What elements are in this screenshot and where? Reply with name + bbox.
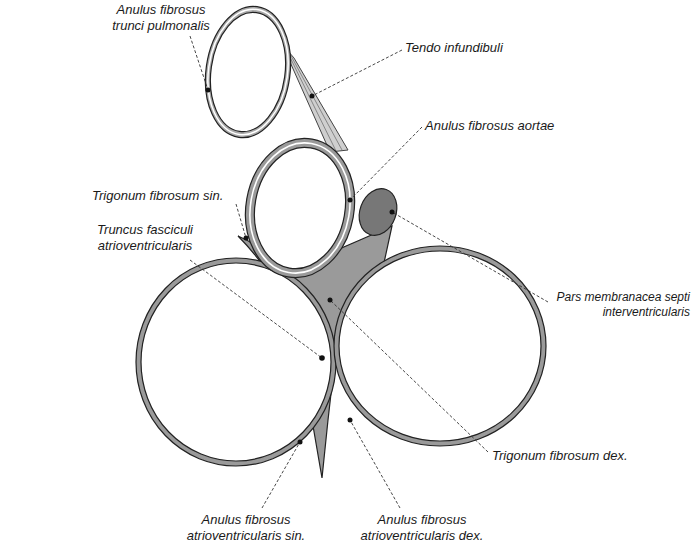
- label-text: Trigonum fibrosum sin.: [92, 188, 223, 203]
- leader-dots: [206, 88, 395, 445]
- label-text: Trigonum fibrosum dex.: [492, 448, 628, 463]
- left-av-ring: [136, 258, 336, 466]
- label-text: Anulus fibrosus trunci pulmonalis: [112, 2, 210, 33]
- aortic-ring: [235, 130, 366, 287]
- part-label: Tendo infundibuli: [405, 40, 555, 56]
- pulmonary-ring: [197, 1, 299, 143]
- right-av-ring: [334, 246, 546, 446]
- part-label: Anulus fibrosus aortae: [425, 118, 625, 134]
- part-label: Anulus fibrosus atrioventricularis sin.: [170, 512, 322, 544]
- label-text: Anulus fibrosus atrioventricularis dex.: [361, 512, 484, 543]
- part-label: Anulus fibrosus trunci pulmonalis: [100, 2, 222, 34]
- label-text: Anulus fibrosus aortae: [425, 118, 554, 133]
- label-text: Tendo infundibuli: [405, 40, 503, 55]
- part-label: Anulus fibrosus atrioventricularis dex.: [346, 512, 498, 544]
- tendon-band: [282, 44, 348, 152]
- part-label: Trigonum fibrosum sin.: [92, 188, 242, 204]
- label-text: Pars membranacea septi interventriculari…: [557, 290, 690, 319]
- part-label: Trigonum fibrosum dex.: [492, 448, 672, 464]
- part-label: Pars membranacea septi interventriculari…: [538, 290, 690, 320]
- label-text: Anulus fibrosus atrioventricularis sin.: [187, 512, 306, 543]
- leader-lines: [190, 36, 548, 508]
- part-label: Truncus fasciculi atrioventricularis: [82, 222, 208, 254]
- label-text: Truncus fasciculi atrioventricularis: [97, 222, 193, 253]
- membranous-septum: [353, 183, 403, 240]
